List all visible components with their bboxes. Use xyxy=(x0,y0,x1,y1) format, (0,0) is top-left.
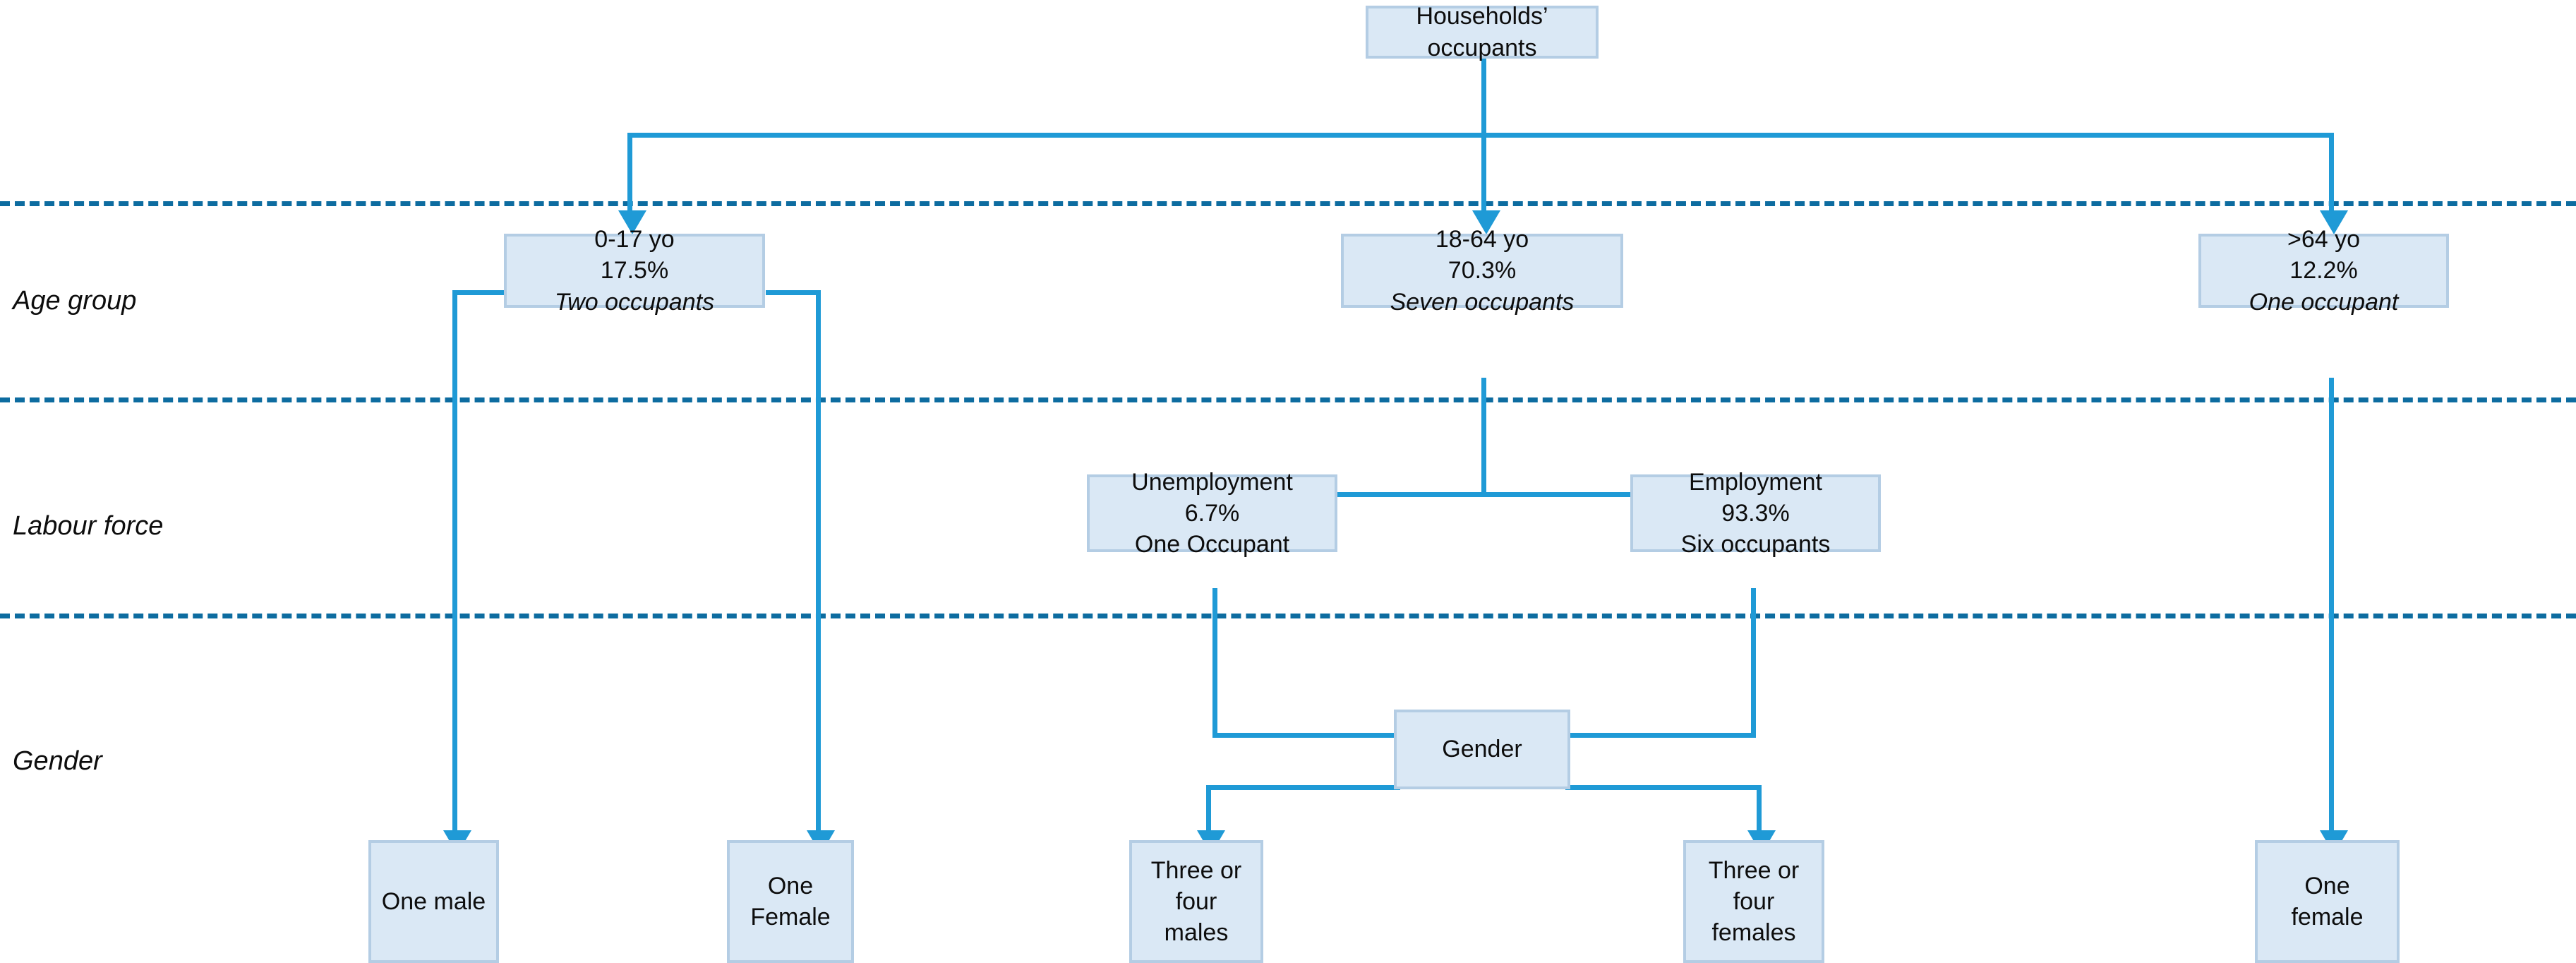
node-line-1: Three or xyxy=(1150,856,1242,884)
connector-root-bus xyxy=(627,133,2334,138)
node-line-2: female xyxy=(2291,904,2364,931)
connector-gender-right-stub xyxy=(1565,785,1762,790)
node-gender[interactable]: Gender xyxy=(1394,710,1570,789)
node-line-1: 0-17 yo xyxy=(594,226,675,253)
node-line-1: 18-64 yo xyxy=(1435,226,1529,253)
node-line-2: 17.5% xyxy=(600,257,669,285)
connector-labour-force-bus xyxy=(1212,492,1756,497)
separator-line-middle xyxy=(0,397,2576,402)
node-line-2: 12.2% xyxy=(2289,257,2358,285)
connector-root-to-age-18-64-drop xyxy=(1481,133,1486,216)
node-line-1: Employment xyxy=(1689,468,1822,496)
node-one-female-senior[interactable]: One female xyxy=(2255,840,2400,963)
separator-line-top xyxy=(0,201,2576,206)
node-line-1: >64 yo xyxy=(2287,226,2361,253)
connector-age-0-17-right-drop xyxy=(816,290,821,836)
node-line-3: males xyxy=(1164,919,1229,947)
connector-gender-right-drop xyxy=(1757,785,1762,836)
connector-root-to-age-0-17-drop xyxy=(627,133,632,216)
row-label-age-group: Age group xyxy=(13,286,137,316)
node-one-female-child[interactable]: One Female xyxy=(727,840,854,963)
node-line-3: Two occupants xyxy=(554,288,715,316)
node-age-18-64[interactable]: 18-64 yo 70.3% Seven occupants xyxy=(1341,226,1623,316)
node-unemployment[interactable]: Unemployment 6.7% One Occupant xyxy=(1087,469,1337,558)
arrowhead-root-to-age-0-17 xyxy=(618,210,646,234)
connector-age-18-64-stem xyxy=(1481,378,1486,494)
node-line-2: 93.3% xyxy=(1721,499,1790,527)
connector-age-0-17-left-drop xyxy=(452,290,457,836)
node-age-over-64[interactable]: >64 yo 12.2% One occupant xyxy=(2198,226,2449,316)
node-line-3: One occupant xyxy=(2249,288,2399,316)
connector-gender-left-drop xyxy=(1206,785,1211,836)
connector-root-to-age-over-64-drop xyxy=(2329,133,2334,216)
node-line-2: occupants xyxy=(1427,34,1537,61)
connector-unemployment-down xyxy=(1212,588,1217,736)
node-line-1: Households’ xyxy=(1416,3,1548,30)
node-line-2: 6.7% xyxy=(1184,499,1240,527)
node-households-occupants[interactable]: Households’ occupants xyxy=(1366,3,1599,61)
connector-gender-left-stub xyxy=(1206,785,1400,790)
node-line-2: four xyxy=(1175,887,1217,915)
node-line-1: One xyxy=(767,872,814,899)
node-line-1: One male xyxy=(381,887,486,915)
arrowhead-root-to-age-over-64 xyxy=(2320,210,2348,234)
node-line-1: Three or xyxy=(1708,856,1800,884)
row-label-labour-force: Labour force xyxy=(13,511,164,541)
node-line-2: four xyxy=(1733,887,1775,915)
node-line-3: One Occupant xyxy=(1134,531,1290,558)
connector-age-0-17-right-stub xyxy=(766,290,821,295)
node-employment[interactable]: Employment 93.3% Six occupants xyxy=(1630,469,1881,558)
node-line-3: Six occupants xyxy=(1680,531,1831,558)
node-three-four-males[interactable]: Three or four males xyxy=(1129,840,1263,963)
node-three-four-females[interactable]: Three or four females xyxy=(1683,840,1824,963)
node-line-3: females xyxy=(1711,919,1796,947)
connector-employment-down xyxy=(1751,588,1756,736)
node-line-1: Gender xyxy=(1442,736,1522,763)
node-age-0-17[interactable]: 0-17 yo 17.5% Two occupants xyxy=(504,226,765,316)
node-line-2: Female xyxy=(750,904,831,931)
node-line-1: One xyxy=(2304,872,2350,899)
separator-line-bottom xyxy=(0,614,2576,618)
arrowhead-root-to-age-18-64 xyxy=(1472,210,1500,234)
connector-root-stem xyxy=(1481,55,1486,135)
node-one-male[interactable]: One male xyxy=(368,840,499,963)
node-line-1: Unemployment xyxy=(1131,468,1293,496)
node-line-2: 70.3% xyxy=(1448,257,1517,285)
node-line-3: Seven occupants xyxy=(1390,288,1575,316)
connector-age-over-64-drop xyxy=(2329,378,2334,836)
row-label-gender: Gender xyxy=(13,746,102,776)
